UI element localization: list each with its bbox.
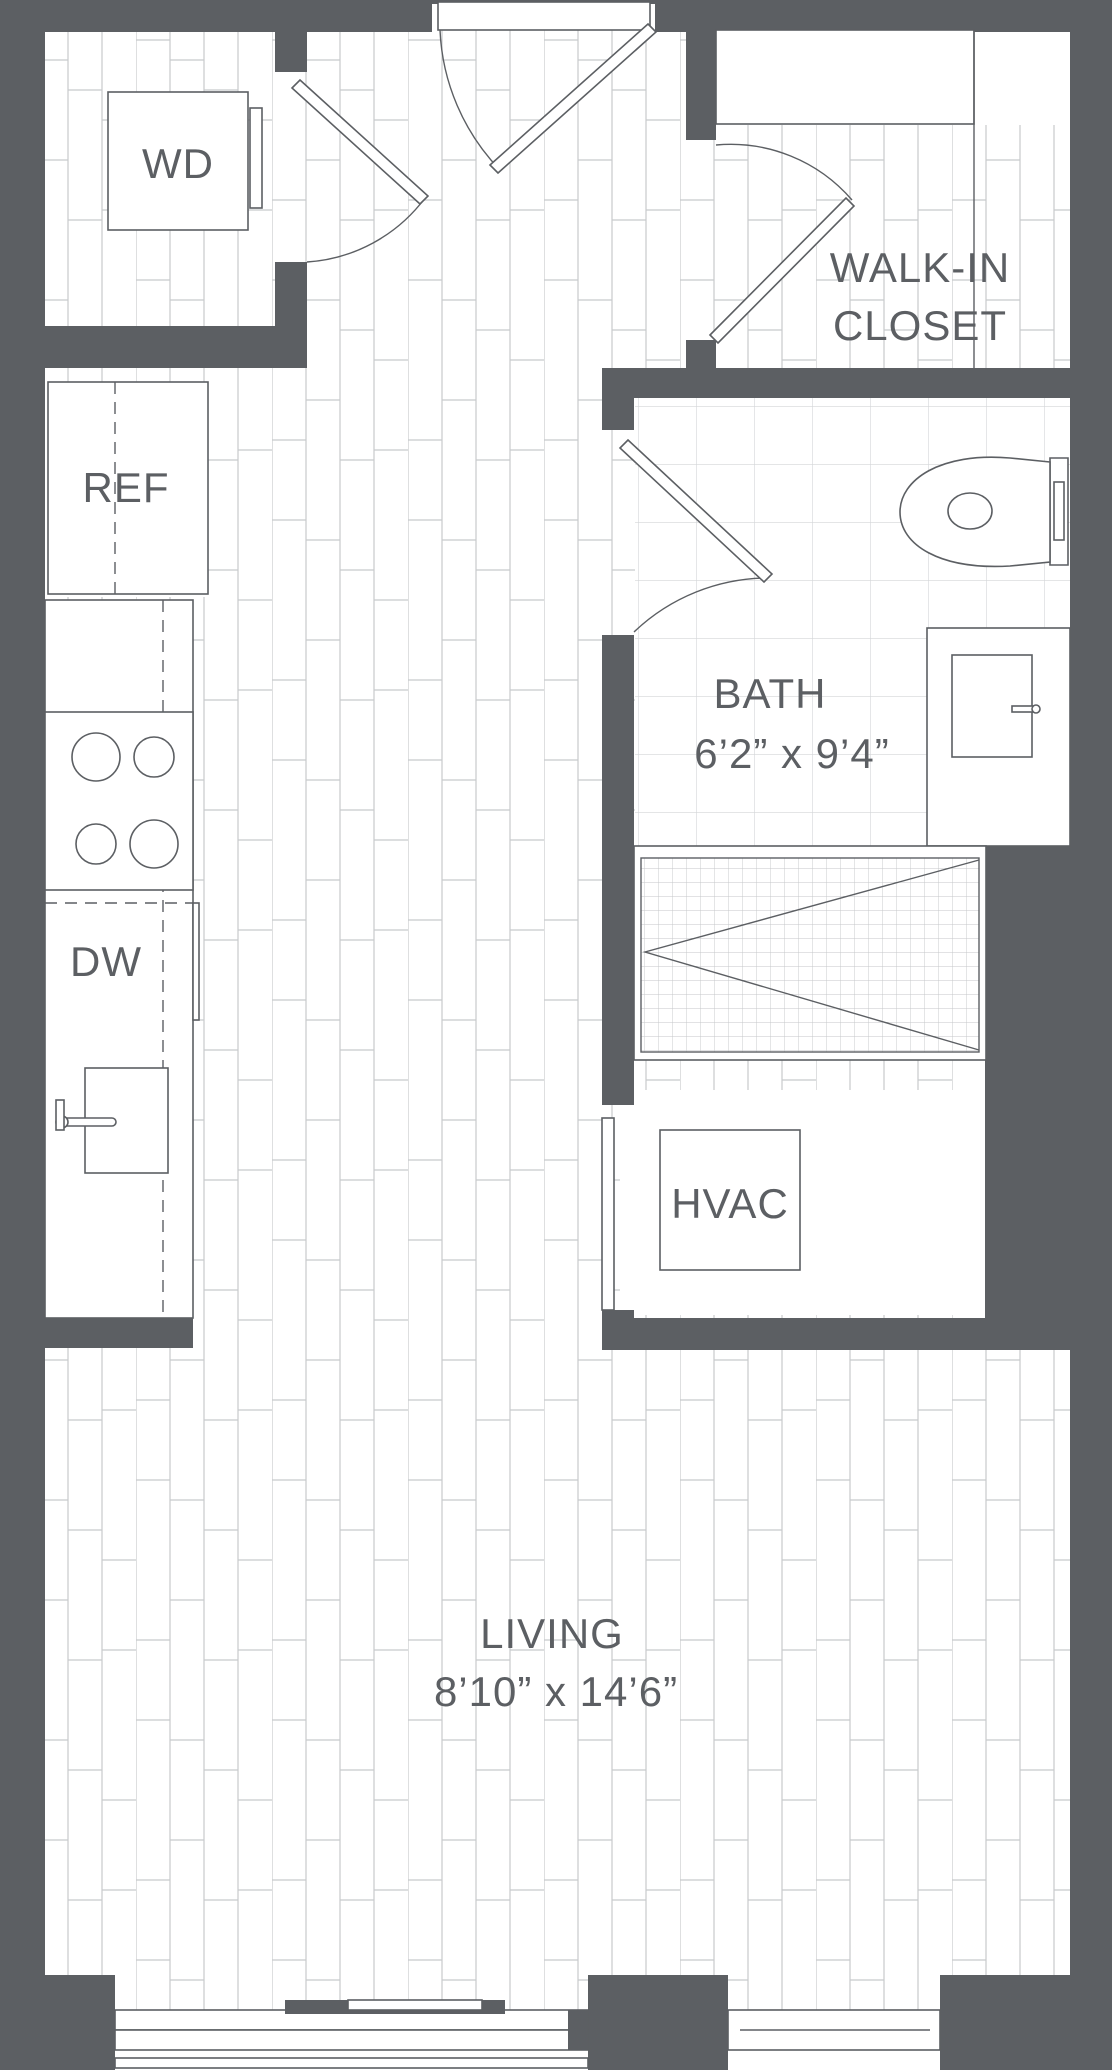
ref-label: REF	[83, 464, 170, 511]
toilet	[899, 456, 1069, 568]
living-room: LIVING 8’10” x 14’6”	[434, 1610, 678, 1715]
walk-in-closet: WALK-IN CLOSET	[715, 29, 1010, 368]
closet-label-line1: WALK-IN	[830, 244, 1010, 291]
doors	[290, 1, 856, 1311]
bath-dimensions: 6’2” x 9’4”	[694, 730, 889, 777]
living-dimensions: 8’10” x 14’6”	[434, 1668, 678, 1715]
washer-dryer: WD	[107, 91, 263, 231]
bathroom: BATH 6’2” x 9’4”	[633, 456, 1071, 1061]
hvac-closet: HVAC	[659, 1129, 801, 1271]
wd-label: WD	[142, 140, 214, 187]
living-label: LIVING	[480, 1610, 624, 1657]
shower	[633, 845, 987, 1061]
dw-label: DW	[70, 938, 142, 985]
closet-label-line2: CLOSET	[833, 302, 1007, 349]
windows	[114, 1999, 941, 2069]
kitchen: REF DW	[44, 381, 209, 1319]
cooktop	[71, 732, 179, 869]
hvac-label: HVAC	[671, 1180, 789, 1227]
bath-label: BATH	[714, 670, 827, 717]
